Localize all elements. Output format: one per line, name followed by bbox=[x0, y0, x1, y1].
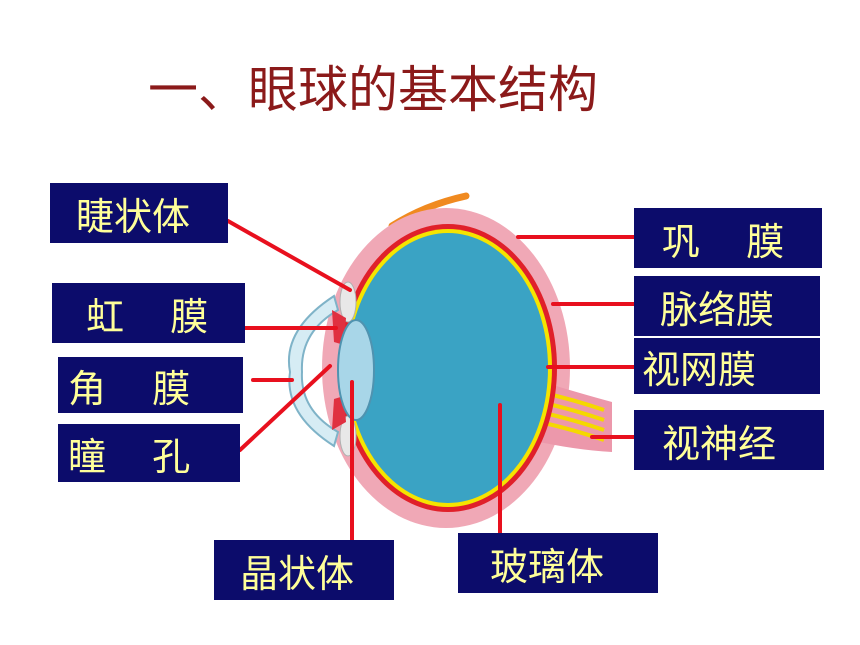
label-retina: 视网膜 bbox=[634, 338, 820, 394]
ciliary-body-upper bbox=[339, 281, 357, 323]
pointer-ciliary-body bbox=[226, 219, 352, 292]
pointer-lines bbox=[226, 219, 636, 542]
label-iris: 虹 膜 bbox=[52, 283, 245, 343]
label-ciliary-body: 睫状体 bbox=[50, 183, 228, 243]
label-vitreous-body: 玻璃体 bbox=[458, 533, 658, 593]
cornea-shape bbox=[288, 294, 340, 448]
label-lens: 晶状体 bbox=[214, 540, 394, 600]
label-sclera: 巩 膜 bbox=[634, 208, 822, 268]
vitreous-body bbox=[348, 233, 548, 503]
pointer-pupil bbox=[238, 364, 332, 452]
label-cornea: 角 膜 bbox=[58, 357, 243, 413]
label-optic-nerve: 视神经 bbox=[634, 410, 824, 470]
label-choroid: 脉络膜 bbox=[634, 276, 820, 336]
slide-title: 一、眼球的基本结构 bbox=[148, 61, 598, 119]
lens-shape bbox=[337, 319, 375, 421]
label-pupil: 瞳 孔 bbox=[58, 424, 240, 482]
